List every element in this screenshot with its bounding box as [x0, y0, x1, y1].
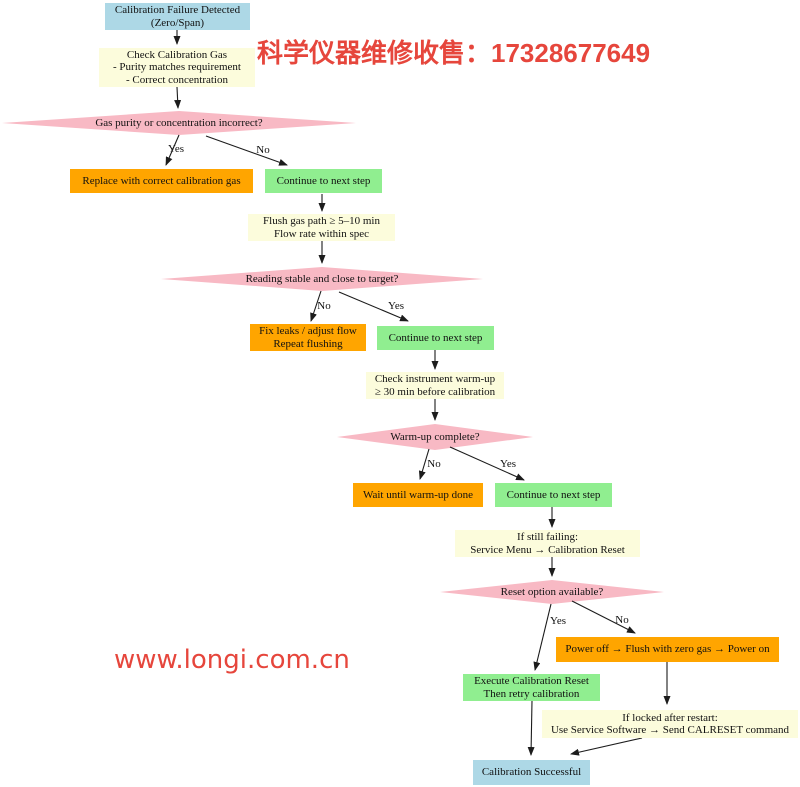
- arrow-d4-no-powercycle: [571, 600, 636, 634]
- arrow-d4-yes-execute: [533, 603, 552, 671]
- arrow-d2-yes-continue2: [338, 291, 409, 322]
- arrow-d1-no-continue1: [205, 135, 288, 166]
- edge-label-d1-yes: Yes: [167, 143, 185, 155]
- node-if-locked-after-restart: If locked after restart: Use Service Sof…: [542, 710, 798, 738]
- node-continue-next-step-2: Continue to next step: [377, 326, 494, 350]
- service-ad-watermark: 科学仪器维修收售：17328677649: [257, 38, 651, 68]
- node-power-cycle: Power off → Flush with zero gas → Power …: [556, 637, 779, 662]
- decision-label-gas-purity: Gas purity or concentration incorrect?: [95, 117, 263, 129]
- node-wait-warmup: Wait until warm-up done: [353, 483, 483, 507]
- site-watermark: www.longi.com.cn: [114, 645, 350, 675]
- arrow-execute-to-success: [527, 700, 535, 756]
- edge-label-d2-no: No: [317, 300, 331, 312]
- arrow-checkgas-to-d1: [174, 86, 182, 109]
- decision-diamond-reading-stable: [161, 267, 483, 291]
- node-calibration-successful: Calibration Successful: [473, 760, 590, 785]
- edge-label-d2-yes: Yes: [387, 300, 405, 312]
- node-continue-next-step-3: Continue to next step: [495, 483, 612, 507]
- arrow-locked-to-success: [570, 737, 643, 756]
- arrow-d1-yes-replacegas: [165, 134, 180, 166]
- decision-label-warmup-complete: Warm-up complete?: [390, 431, 480, 443]
- arrow-d2-no-fixleaks: [310, 290, 322, 322]
- edge-label-d4-yes: Yes: [549, 615, 567, 627]
- node-calibration-failure-detected: Calibration Failure Detected (Zero/Span): [105, 3, 250, 30]
- node-flush-gas-path: Flush gas path ≥ 5–10 min Flow rate with…: [248, 214, 395, 241]
- node-fix-leaks: Fix leaks / adjust flow Repeat flushing: [250, 324, 366, 351]
- decision-label-reset-available: Reset option available?: [500, 586, 604, 598]
- decision-diamond-warmup-complete: [337, 424, 533, 450]
- arrow-d3-yes-continue3: [449, 446, 525, 481]
- decision-diamond-gas-purity: [2, 111, 356, 135]
- edge-label-d3-yes: Yes: [499, 458, 517, 470]
- decision-label-reading-stable: Reading stable and close to target?: [245, 273, 399, 285]
- edge-label-d1-no: No: [256, 144, 270, 156]
- node-check-calibration-gas: Check Calibration Gas - Purity matches r…: [99, 48, 255, 87]
- node-continue-next-step-1: Continue to next step: [265, 169, 382, 193]
- arrow-d3-no-wait: [418, 448, 430, 480]
- decision-diamond-reset-available: [440, 580, 664, 604]
- node-check-warmup: Check instrument warm-up ≥ 30 min before…: [366, 372, 504, 399]
- node-execute-calibration-reset: Execute Calibration Reset Then retry cal…: [463, 674, 600, 701]
- edge-label-d4-no: No: [615, 614, 629, 626]
- edge-label-d3-no: No: [427, 458, 441, 470]
- node-replace-calibration-gas: Replace with correct calibration gas: [70, 169, 253, 193]
- node-if-still-failing: If still failing: Service Menu → Calibra…: [455, 530, 640, 557]
